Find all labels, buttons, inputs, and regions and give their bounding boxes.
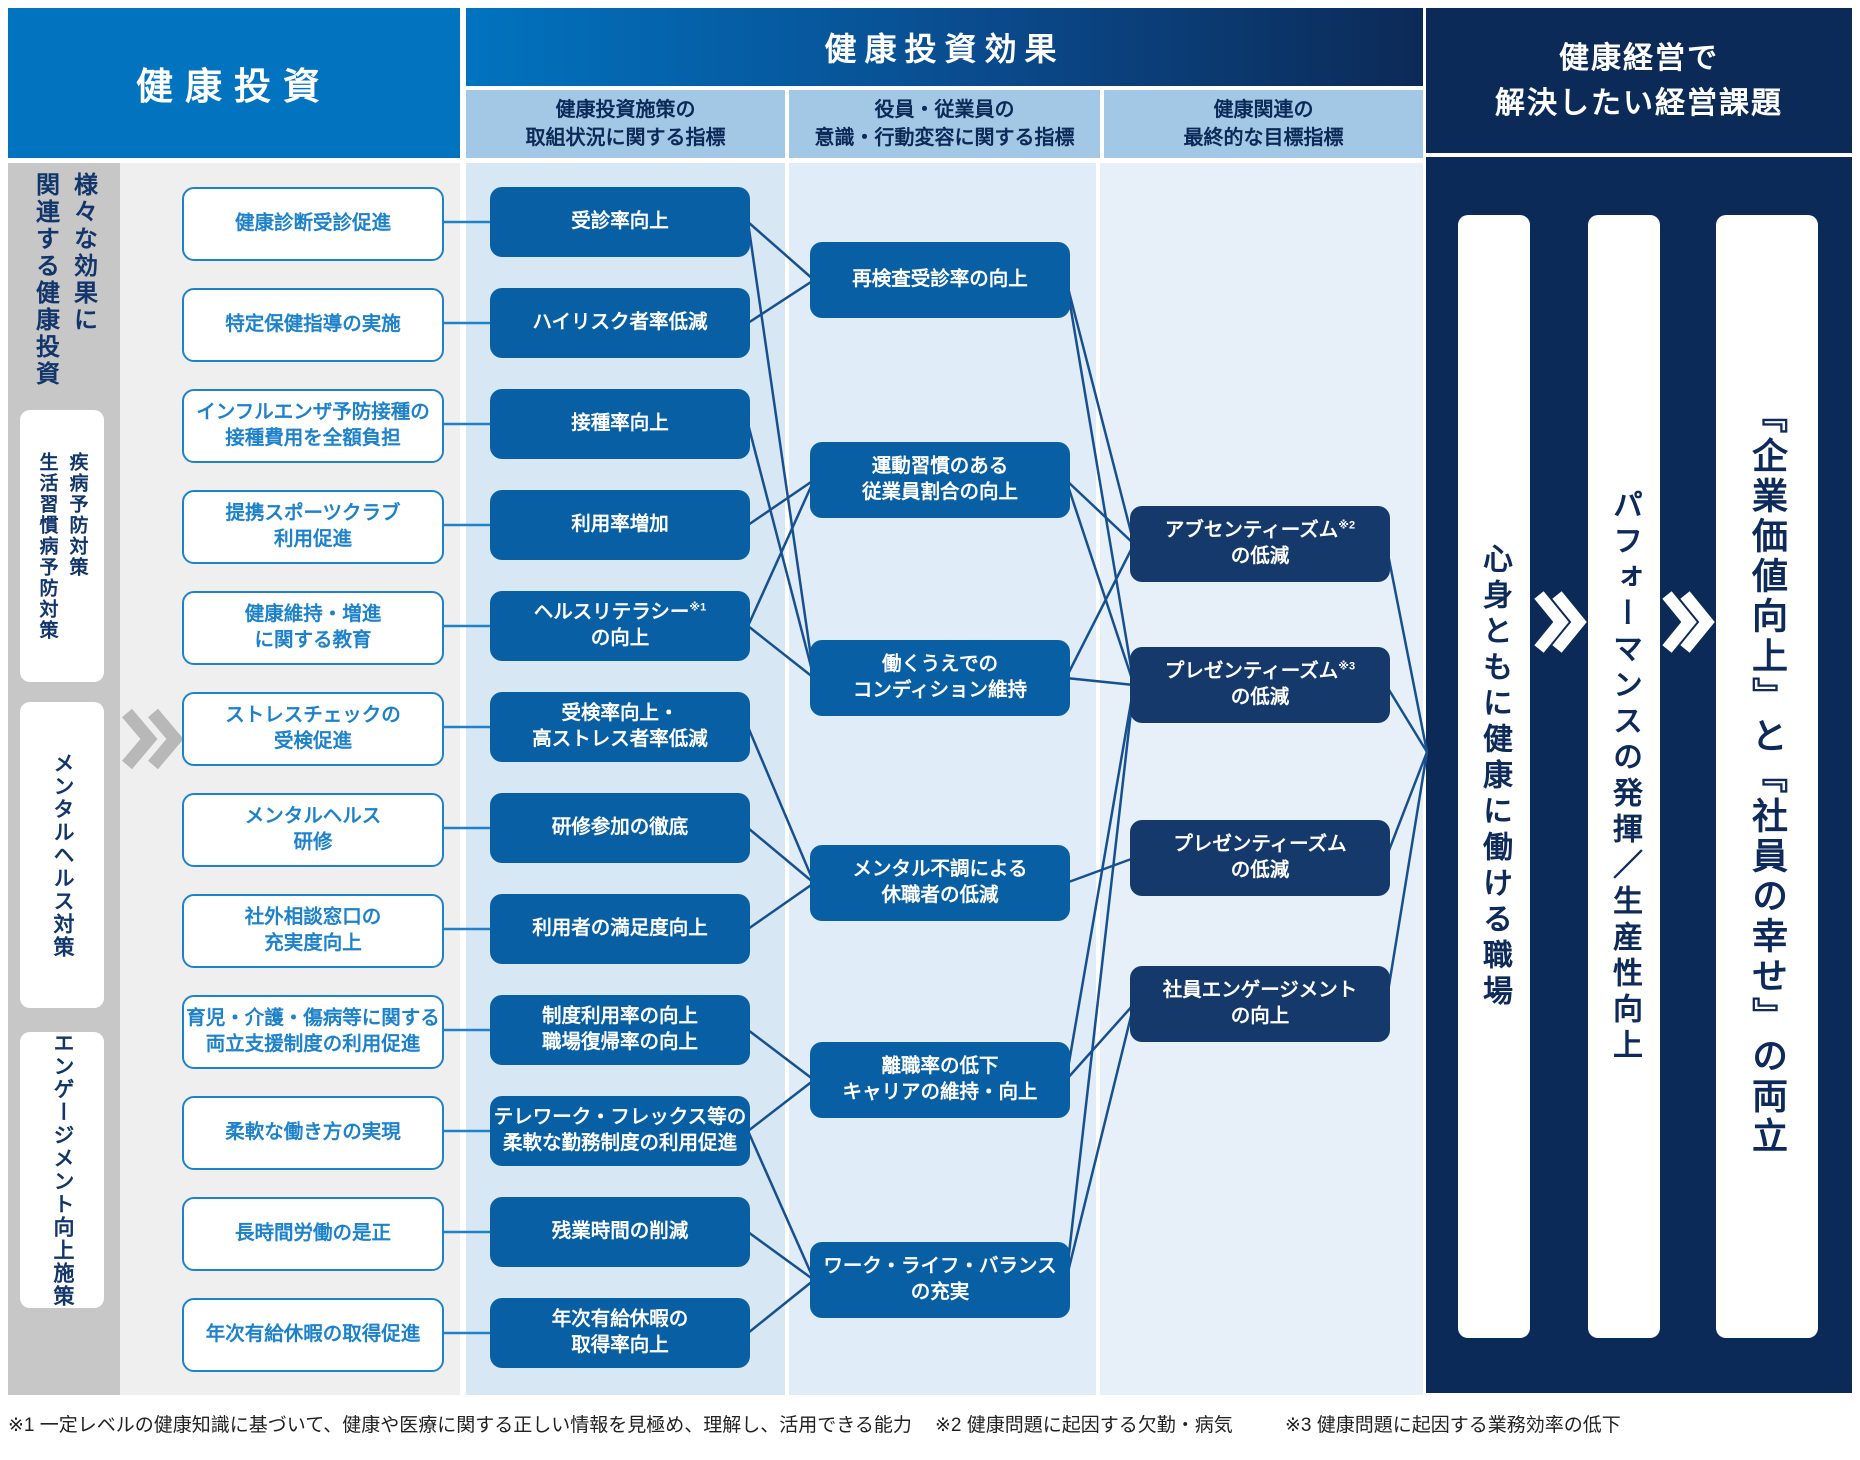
col3-area-background	[789, 163, 1096, 1395]
measure-box-11: 年次有給休暇の取得促進	[182, 1298, 444, 1372]
initiative-indicator-box-5: 受検率向上・高ストレス者率低減	[490, 692, 750, 762]
measure-box-6: メンタルヘルス研修	[182, 793, 444, 867]
subheader-initiative-indicators: 健康投資施策の 取組状況に関する指標	[466, 90, 785, 158]
behavior-indicator-box-4: 離職率の低下キャリアの維持・向上	[810, 1042, 1070, 1118]
category-label: 生活習慣病予防対策	[36, 451, 58, 641]
initiative-indicator-box-6: 研修参加の徹底	[490, 793, 750, 863]
initiative-indicator-box-10: 残業時間の削減	[490, 1197, 750, 1267]
right-panel-divider	[1426, 153, 1852, 157]
category-box-disease-prevention: 疾病予防対策 生活習慣病予防対策	[20, 410, 104, 682]
initiative-indicator-box-7: 利用者の満足度向上	[490, 894, 750, 964]
col4-area-background	[1100, 163, 1423, 1395]
behavior-indicator-box-0: 再検査受診率の向上	[810, 242, 1070, 318]
subheader-line: 意識・行動変容に関する指標	[814, 127, 1075, 149]
initiative-indicator-box-11: 年次有給休暇の取得率向上	[490, 1298, 750, 1368]
subheader-behavior-indicators: 役員・従業員の 意識・行動変容に関する指標	[789, 90, 1100, 158]
behavior-indicator-box-5: ワーク・ライフ・バランスの充実	[810, 1242, 1070, 1318]
initiative-indicator-box-1: ハイリスク者率低減	[490, 288, 750, 358]
category-main-label-col1: 様々な効果に	[69, 172, 97, 334]
subheader-line: 最終的な目標指標	[1183, 127, 1344, 149]
initiative-indicator-box-0: 受診率向上	[490, 187, 750, 257]
subheader-line: 役員・従業員の	[874, 99, 1015, 121]
category-box-mental-health: メンタルヘルス対策	[20, 702, 104, 1008]
outcome-label: パフォーマンスの発揮／生産性向上	[1608, 488, 1641, 1065]
right-panel-title: 健康経営で 解決したい経営課題	[1426, 8, 1852, 153]
measure-box-7: 社外相談窓口の充実度向上	[182, 894, 444, 968]
outcome-box-healthy-workplace: 心身ともに健康に働ける職場	[1458, 215, 1530, 1338]
footnote-2: ※2 健康問題に起因する欠勤・病気	[935, 1415, 1233, 1436]
footnote-3: ※3 健康問題に起因する業務効率の低下	[1285, 1415, 1621, 1436]
category-label: 疾病予防対策	[66, 451, 88, 578]
measure-box-9: 柔軟な働き方の実現	[182, 1096, 444, 1170]
measure-box-4: 健康維持・増進に関する教育	[182, 591, 444, 665]
initiative-indicator-box-9: テレワーク・フレックス等の柔軟な勤務制度の利用促進	[490, 1096, 750, 1166]
measure-box-0: 健康診断受診促進	[182, 187, 444, 261]
measure-box-10: 長時間労働の是正	[182, 1197, 444, 1271]
measure-box-3: 提携スポーツクラブ利用促進	[182, 490, 444, 564]
header-health-investment: 健康投資	[8, 8, 460, 158]
subheader-line: 健康投資施策の	[555, 99, 696, 121]
measure-box-5: ストレスチェックの受検促進	[182, 692, 444, 766]
target-indicator-box-3: 社員エンゲージメントの向上	[1130, 966, 1390, 1042]
header-investment-effect: 健康投資効果	[466, 8, 1423, 86]
outcome-label: 『企業価値向上』と『社員の幸せ』の両立	[1747, 396, 1788, 1157]
subheader-final-target-indicators: 健康関連の 最終的な目標指標	[1104, 90, 1423, 158]
initiative-indicator-box-2: 接種率向上	[490, 389, 750, 459]
measure-box-8: 育児・介護・傷病等に関する両立支援制度の利用促進	[182, 995, 444, 1069]
col2-area-background	[466, 163, 785, 1395]
behavior-indicator-box-3: メンタル不調による休職者の低減	[810, 845, 1070, 921]
category-box-engagement: エンゲージメント向上施策	[20, 1032, 104, 1308]
measure-box-2: インフルエンザ予防接種の接種費用を全額負担	[182, 389, 444, 463]
category-label: エンゲージメント向上施策	[51, 1032, 74, 1308]
outcome-box-performance-productivity: パフォーマンスの発揮／生産性向上	[1588, 215, 1660, 1338]
right-panel-title-line2: 解決したい経営課題	[1495, 86, 1783, 120]
subheader-line: 取組状況に関する指標	[525, 127, 726, 149]
footnote-1: ※1 一定レベルの健康知識に基づいて、健康や医療に関する正しい情報を見極め、理解…	[8, 1415, 912, 1436]
outcome-box-corporate-value-happiness: 『企業価値向上』と『社員の幸せ』の両立	[1716, 215, 1818, 1338]
category-main-label: 様々な効果に 関連する健康投資	[8, 172, 120, 388]
category-main-label-col2: 関連する健康投資	[31, 172, 59, 388]
header-health-investment-label: 健康投資	[136, 66, 332, 107]
initiative-indicator-box-3: 利用率増加	[490, 490, 750, 560]
right-panel-title-line1: 健康経営で	[1559, 41, 1719, 75]
behavior-indicator-box-1: 運動習慣のある従業員割合の向上	[810, 442, 1070, 518]
outcome-label: 心身ともに健康に働ける職場	[1478, 542, 1511, 1011]
target-indicator-box-2: プレゼンティーズムの低減	[1130, 820, 1390, 896]
header-investment-effect-label: 健康投資効果	[824, 31, 1065, 67]
subheader-line: 健康関連の	[1213, 99, 1314, 121]
category-label: メンタルヘルス対策	[51, 751, 74, 959]
behavior-indicator-box-2: 働くうえでのコンディション維持	[810, 640, 1070, 716]
col1-area-background	[120, 163, 460, 1395]
measure-box-1: 特定保健指導の実施	[182, 288, 444, 362]
initiative-indicator-box-8: 制度利用率の向上職場復帰率の向上	[490, 995, 750, 1065]
